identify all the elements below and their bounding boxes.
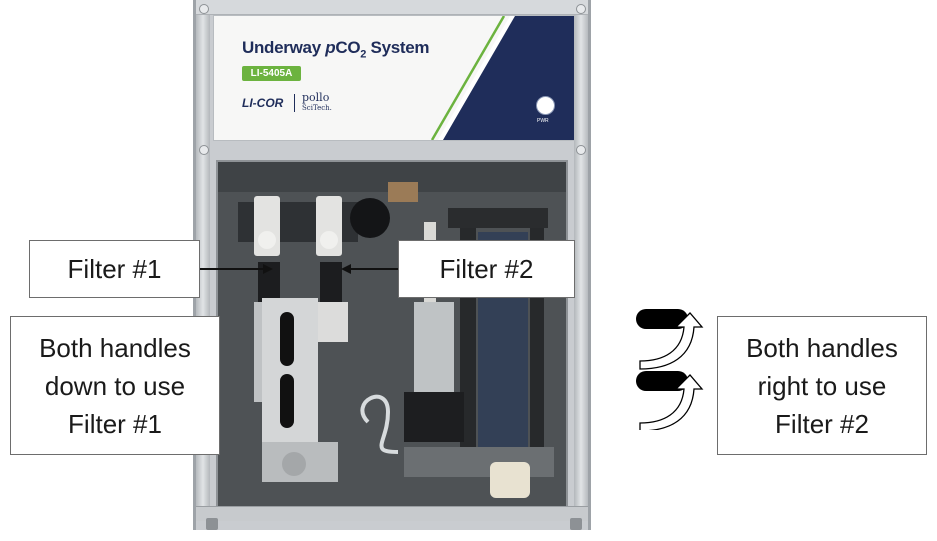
power-label: PWR	[537, 118, 549, 124]
front-panel: Underway pCO2 System LI-5405A LI-COR pol…	[213, 15, 575, 141]
bolt	[576, 145, 586, 155]
filter1-callout: Filter #1	[29, 240, 200, 298]
licor-logo: LI-COR	[242, 96, 284, 110]
filter2-label: Filter #2	[439, 253, 534, 284]
filter1-label: Filter #1	[67, 253, 162, 284]
left-instruction-text: Both handles down to use Filter #1	[39, 332, 191, 439]
cabinet-foot	[570, 518, 582, 530]
right-frame-rail	[574, 0, 588, 510]
handle-right-icon	[636, 371, 704, 430]
right-instruction-callout: Both handles right to use Filter #2	[717, 316, 927, 455]
handle-right-icon-group	[636, 309, 704, 430]
left-instruction-callout: Both handles down to use Filter #1	[10, 316, 220, 455]
bolt	[199, 145, 209, 155]
top-frame	[196, 0, 588, 15]
bolt	[576, 4, 586, 14]
filter2-callout: Filter #2	[398, 240, 575, 298]
right-instruction-text: Both handles right to use Filter #2	[746, 332, 898, 439]
power-button[interactable]	[536, 96, 555, 115]
bolt	[199, 4, 209, 14]
logo-separator	[294, 94, 295, 112]
model-badge: LI-5405A	[242, 66, 301, 81]
bottom-frame	[196, 506, 588, 521]
handle-right-icon	[636, 309, 704, 370]
apollo-logo: pollo SciTech.	[302, 91, 332, 112]
panel-title: Underway pCO2 System	[242, 38, 430, 61]
cabinet-foot	[206, 518, 218, 530]
